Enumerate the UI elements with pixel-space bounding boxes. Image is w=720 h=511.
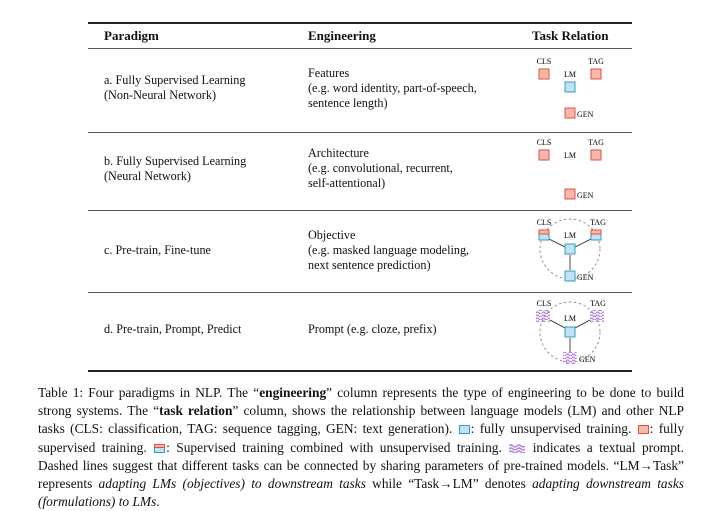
row-c-paradigm: c. Pre-train, Fine-tune	[104, 243, 211, 257]
cls-label: CLS	[537, 218, 552, 227]
tag-label: TAG	[590, 218, 606, 227]
lm-unsupervised-box	[564, 243, 576, 255]
lm-label: LM	[564, 70, 576, 79]
tag-label: TAG	[588, 138, 604, 147]
tag-prompt-icon	[590, 310, 604, 322]
lm-unsupervised-box	[564, 81, 576, 93]
row-b-rule	[88, 210, 632, 211]
tag-label: TAG	[590, 299, 606, 308]
lm-tag-link	[574, 238, 592, 248]
row-a-task-relation: CLS TAG LM GEN	[530, 53, 614, 129]
row-a-rule	[88, 132, 632, 133]
row-a-engineering: Features(e.g. word identity, part-of-spe…	[308, 66, 477, 110]
row-d-engineering: Prompt (e.g. cloze, prefix)	[308, 322, 437, 336]
header-paradigm: Paradigm	[104, 28, 159, 43]
row-d-task-relation: CLS TAG LM GEN	[530, 296, 614, 372]
gen-label: GEN	[577, 191, 594, 200]
lm-cls-link	[548, 238, 566, 248]
lm-label: LM	[564, 151, 576, 160]
cls-supervised-box	[538, 68, 550, 80]
row-b-task-relation: CLS TAG LM GEN	[530, 134, 614, 210]
cls-prompt-icon	[536, 310, 550, 322]
row-a-paradigm: a. Fully Supervised Learning(Non-Neural …	[104, 73, 246, 102]
cls-label: CLS	[537, 138, 552, 147]
header-task-relation: Task Relation	[532, 28, 609, 43]
lm-label: LM	[564, 314, 576, 323]
header-engineering: Engineering	[308, 28, 376, 43]
header-rule	[88, 48, 632, 49]
diagram-b: CLS TAG LM GEN	[537, 138, 604, 200]
row-c-engineering: Objective(e.g. masked language modeling,…	[308, 228, 470, 272]
cls-label: CLS	[537, 299, 552, 308]
gen-label: GEN	[579, 355, 596, 364]
gen-label: GEN	[577, 110, 594, 119]
row-c-task-relation: CLS TAG LM GEN	[530, 215, 614, 291]
lm-tag-link	[574, 319, 591, 329]
lm-unsupervised-box	[564, 326, 576, 338]
diagram-a: CLS TAG LM GEN	[537, 57, 604, 119]
row-d-paradigm: d. Pre-train, Prompt, Predict	[104, 322, 242, 336]
gen-supervised-box	[564, 188, 576, 200]
row-b-paradigm: b. Fully Supervised Learning(Neural Netw…	[104, 154, 247, 183]
row-b-engineering: Architecture(e.g. convolutional, recurre…	[308, 146, 453, 190]
row-c-rule	[88, 292, 632, 293]
diagram-d: CLS TAG LM GEN	[536, 299, 606, 364]
prompt-swatch-icon	[509, 443, 526, 453]
unsupervised-swatch-icon	[458, 425, 470, 435]
tag-label: TAG	[588, 57, 604, 66]
tag-combined-box	[590, 229, 602, 241]
tag-supervised-box	[590, 68, 602, 80]
gen-supervised-box	[564, 107, 576, 119]
combined-swatch-icon	[154, 443, 166, 453]
cls-supervised-box	[538, 149, 550, 161]
cls-combined-box	[538, 229, 550, 241]
lm-cls-link	[549, 319, 566, 329]
gen-unsupervised-box	[564, 270, 576, 282]
table-top-rule	[88, 22, 632, 24]
supervised-swatch-icon	[637, 425, 649, 435]
cls-label: CLS	[537, 57, 552, 66]
table-bottom-rule	[88, 370, 632, 372]
table-caption: Table 1: Four paradigms in NLP. The “eng…	[38, 385, 685, 510]
lm-label: LM	[564, 231, 576, 240]
tag-supervised-box	[590, 149, 602, 161]
gen-label: GEN	[577, 273, 594, 282]
diagram-c: CLS TAG LM GEN	[537, 218, 606, 282]
gen-prompt-icon	[563, 352, 577, 364]
